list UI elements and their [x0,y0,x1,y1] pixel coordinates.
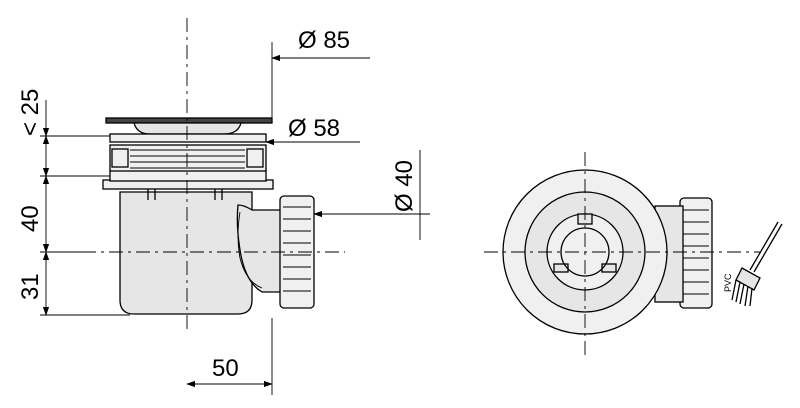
dim-inner-diameter: Ø 58 [288,115,340,142]
outlet-bend [236,204,283,293]
clamp-left [111,148,129,168]
flange-top [109,133,267,143]
dimension-lines [40,42,430,395]
trap-body [119,191,253,315]
flange-ring [109,144,267,172]
clamp-right [246,148,264,168]
pvc-label: PVC [723,273,733,292]
side-view [82,18,345,330]
top-grate-dome [133,122,242,135]
dim-height-middle: 40 [17,205,44,232]
dim-height-upper: < 25 [17,89,44,136]
pvc-brush-icon [731,221,783,307]
dim-outlet-diameter: Ø 40 [391,160,418,212]
top-view [484,152,760,355]
dim-outlet-offset: 50 [212,355,239,382]
top-outlet-nut [679,197,713,309]
dim-height-lower: 31 [17,273,44,300]
top-grate-plate [105,117,273,124]
dim-outer-diameter: Ø 85 [298,27,350,54]
